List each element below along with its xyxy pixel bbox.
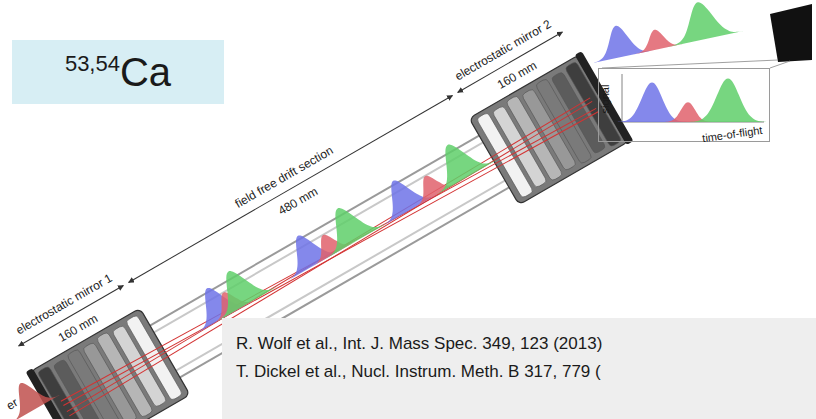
part-name: electrostatic mirror 2 <box>452 17 553 83</box>
ion-bunch <box>198 254 277 321</box>
inset-spectrum <box>617 74 767 122</box>
reference-text: T. Dickel et al., Nucl. Instrum. Meth. B… <box>236 362 816 382</box>
zoom-line <box>770 61 790 68</box>
ion-bunch <box>585 19 653 63</box>
incoming-bunch <box>0 369 60 419</box>
detector <box>770 4 812 62</box>
outgoing-bunches <box>584 0 743 63</box>
isotope-label: 53,54Ca <box>12 50 224 95</box>
dimension: 480 mm <box>275 184 320 218</box>
ion-bunch <box>617 82 687 122</box>
inset-plot: signal time-of-flight <box>598 68 770 142</box>
isotope-box: 53,54Ca <box>12 40 224 104</box>
axis-label: time-of-flight <box>702 124 764 144</box>
ion-bunch <box>417 127 496 194</box>
electrostatic-mirror <box>468 51 633 207</box>
zoom-line <box>602 60 778 68</box>
cut-label: er <box>4 395 20 412</box>
axis-label: signal <box>599 85 611 114</box>
ion-bunch <box>660 0 743 47</box>
ion-bunch <box>690 78 767 121</box>
electrostatic-mirror <box>26 306 191 419</box>
reference-text: R. Wolf et al., Int. J. Mass Spec. 349, … <box>236 334 816 354</box>
ion-bunch <box>631 25 683 55</box>
ion-bunch <box>0 369 60 419</box>
reference-box: R. Wolf et al., Int. J. Mass Spec. 349, … <box>222 318 816 419</box>
dimension-line <box>129 95 453 282</box>
ion-bunch <box>307 191 386 258</box>
drift-rod <box>148 139 489 336</box>
